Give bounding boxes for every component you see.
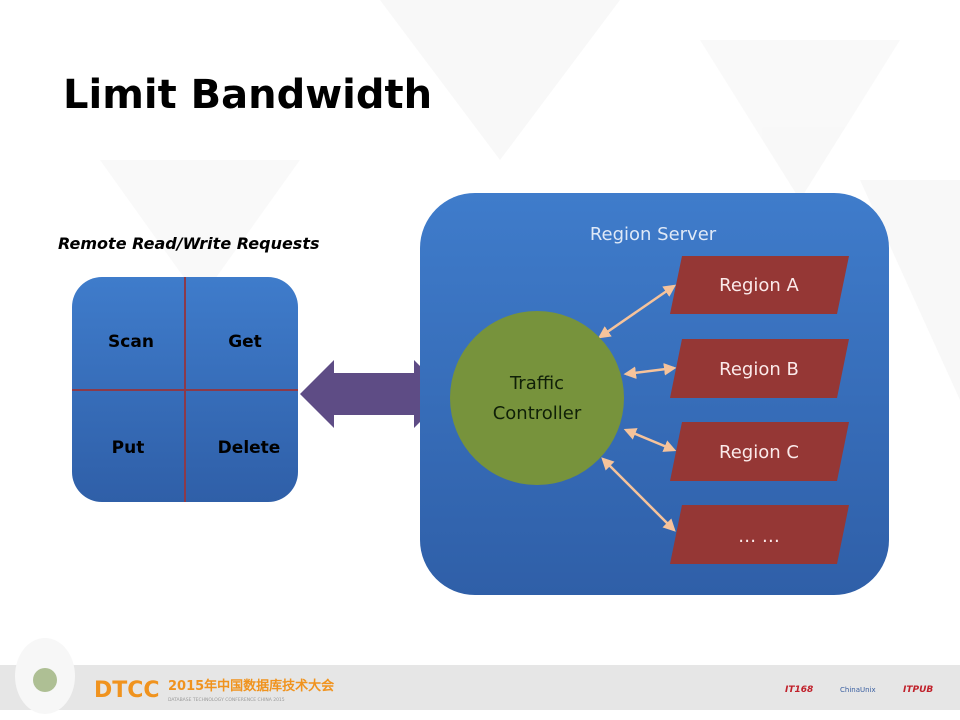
sponsor-chinaunix: ChinaUnix [840, 686, 876, 694]
cell-get: Get [228, 332, 262, 352]
dtcc-logo: DTCC [94, 678, 160, 703]
traffic-controller: Traffic Controller [450, 311, 624, 485]
cell-scan: Scan [108, 332, 154, 352]
region-a: Region A [670, 256, 849, 314]
region-server-label: Region Server [590, 224, 717, 245]
conference-subtitle: DATABASE TECHNOLOGY CONFERENCE CHINA 201… [168, 697, 285, 703]
link-arrow-more [601, 457, 676, 532]
requests-subtitle: Remote Read/Write Requests [58, 234, 320, 253]
footer: DTCC 2015年中国数据库技术大会 DATABASE TECHNOLOGY … [0, 638, 960, 714]
region-more-label: … … [738, 526, 780, 547]
region-more: … … [670, 505, 849, 564]
cell-delete: Delete [218, 438, 281, 458]
link-arrow-a [597, 284, 677, 339]
link-arrow-b [623, 363, 677, 379]
background-triangles [100, 0, 960, 400]
controller-line1: Traffic [509, 373, 564, 394]
region-b: Region B [670, 339, 849, 398]
region-c-label: Region C [719, 442, 799, 463]
controller-line2: Controller [493, 403, 582, 424]
bidirectional-arrow [300, 360, 448, 428]
link-arrows [597, 284, 677, 532]
sponsor-it168: IT168 [785, 685, 813, 695]
link-arrow-c [623, 428, 677, 452]
request-types-box: Scan Get Put Delete [72, 277, 298, 502]
sponsor-itpub: ITPUB [903, 685, 933, 695]
region-a-label: Region A [719, 275, 799, 296]
conference-title: 2015年中国数据库技术大会 [168, 678, 335, 694]
region-c: Region C [670, 422, 849, 481]
page-title: Limit Bandwidth [63, 72, 432, 118]
region-b-label: Region B [719, 359, 799, 380]
cell-put: Put [112, 438, 145, 458]
